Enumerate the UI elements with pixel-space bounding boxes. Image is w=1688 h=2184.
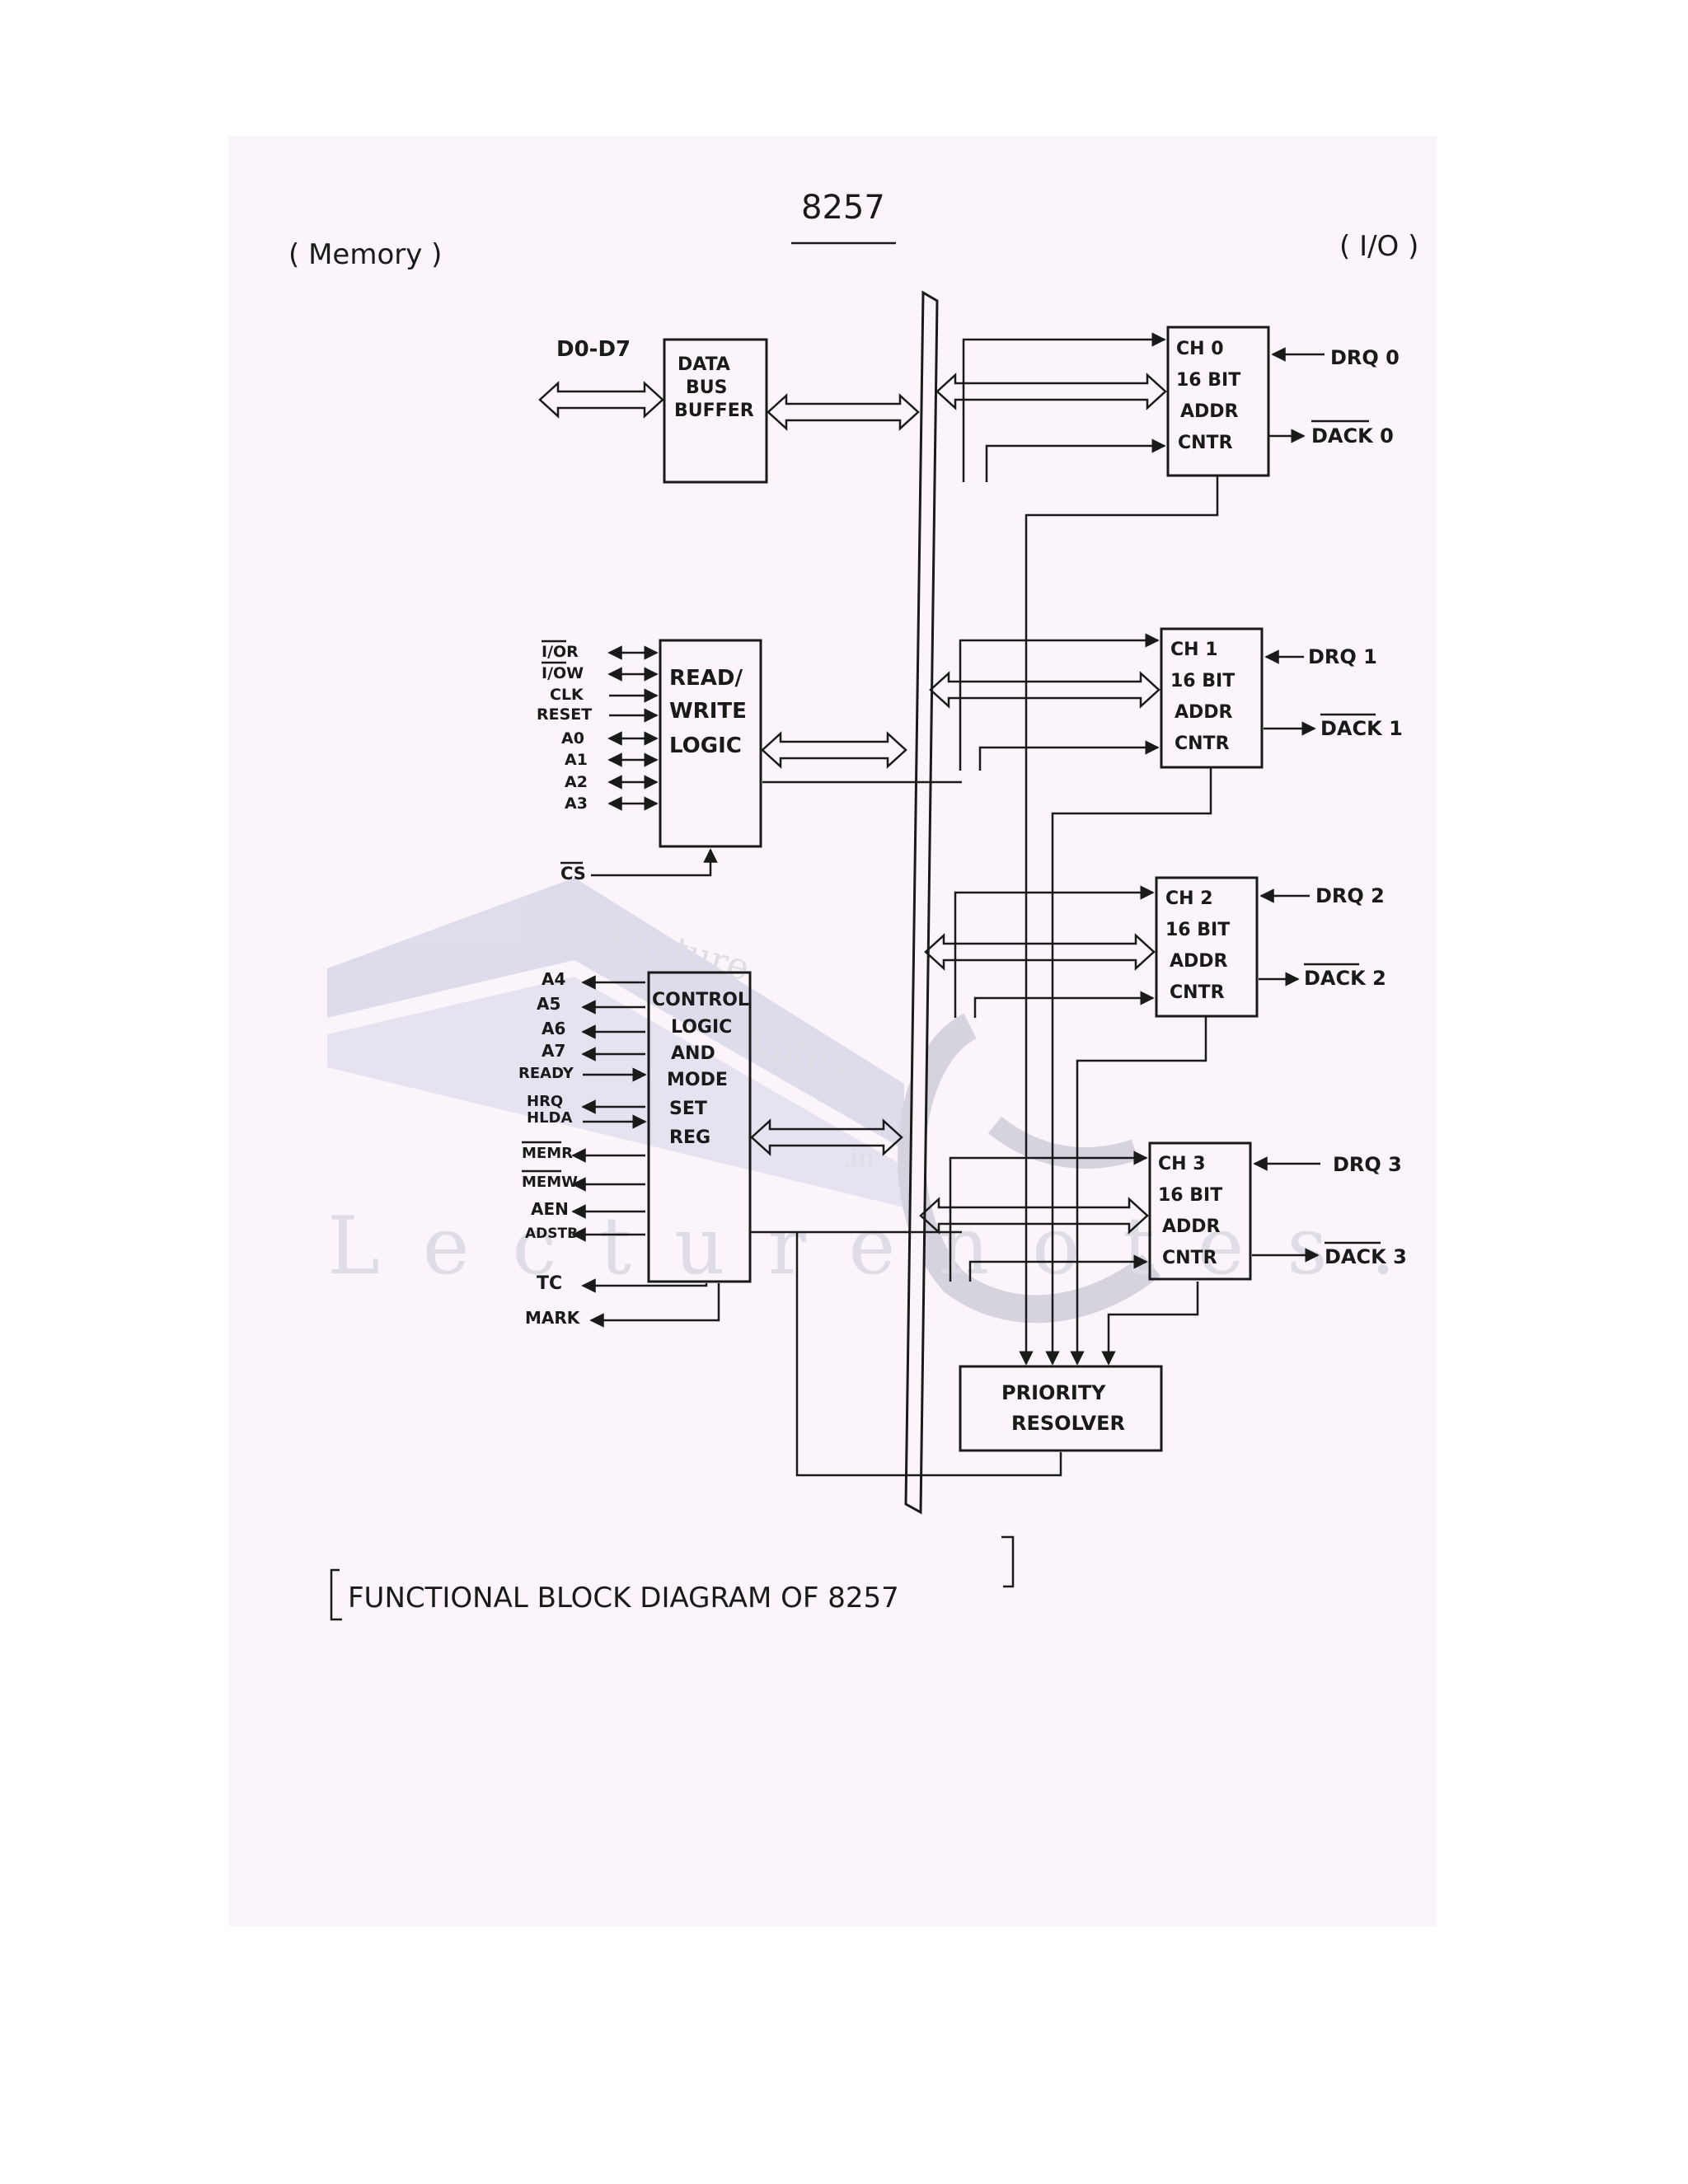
sig-clk: CLK: [550, 686, 584, 704]
sig-adstb: ADSTB: [525, 1226, 578, 1242]
drq1-label: DRQ 1: [1308, 645, 1377, 668]
ctl-line-4: MODE: [667, 1070, 728, 1090]
dack0-label: DACK 0: [1311, 424, 1394, 448]
ctl-line-5: SET: [669, 1099, 707, 1119]
sig-cs: CS: [560, 864, 586, 883]
ch1-line-1: CH 1: [1170, 640, 1218, 660]
ctl-line-1: CONTROL: [652, 990, 749, 1010]
sig-a2: A2: [565, 773, 588, 791]
read-write-signals: I/OR I/OW CLK RESET A0 A1 A2 A3 CS: [537, 640, 718, 883]
sig-a5: A5: [537, 994, 560, 1014]
ch2-line-3: ADDR: [1170, 951, 1228, 972]
internal-data-bus: [904, 290, 939, 1515]
sig-mark: MARK: [525, 1308, 581, 1328]
d0-d7-label: D0-D7: [556, 337, 631, 362]
ch2-line-4: CNTR: [1170, 982, 1225, 1003]
rw-line-1: READ/: [669, 666, 743, 691]
ch0-line-4: CNTR: [1178, 433, 1233, 453]
read-write-logic-block: READ/ WRITE LOGIC: [659, 639, 762, 848]
rw-line-2: WRITE: [669, 699, 747, 724]
io-side-label: ( I/O ): [1339, 230, 1418, 263]
drq2-label: DRQ 2: [1315, 884, 1385, 907]
sig-memw: MEMW: [522, 1174, 578, 1191]
sig-a6: A6: [542, 1019, 565, 1038]
dack3-label: DACK 3: [1325, 1245, 1407, 1268]
ch3-line-3: ADDR: [1162, 1216, 1221, 1237]
sig-a0: A0: [561, 729, 584, 748]
ch1-line-4: CNTR: [1175, 733, 1230, 754]
sig-a4: A4: [542, 969, 565, 989]
dack2-label: DACK 2: [1304, 967, 1386, 990]
ch0-line-2: 16 BIT: [1176, 370, 1240, 391]
sig-memr: MEMR: [522, 1145, 573, 1162]
sig-hlda: HLDA: [527, 1109, 572, 1127]
ch3-line-4: CNTR: [1162, 1248, 1217, 1268]
sig-a7: A7: [542, 1041, 565, 1061]
rw-line-3: LOGIC: [669, 733, 742, 758]
sig-reset: RESET: [537, 705, 592, 724]
drq3-label: DRQ 3: [1333, 1153, 1402, 1176]
control-logic-block: CONTROL LOGIC AND MODE SET REG: [647, 971, 752, 1283]
ch0-line-1: CH 0: [1176, 339, 1224, 359]
drq0-label: DRQ 0: [1330, 346, 1400, 369]
priority-resolver-block: PRIORITY RESOLVER: [959, 1365, 1163, 1452]
channel-2-block: CH 2 16 BIT ADDR CNTR: [1155, 876, 1259, 1018]
sig-tc: TC: [537, 1273, 562, 1294]
sig-aen: AEN: [531, 1199, 569, 1219]
chip-title: 8257: [801, 189, 885, 227]
sig-a1: A1: [565, 751, 588, 769]
sig-iow: I/OW: [542, 664, 584, 682]
dbb-line-3: BUFFER: [674, 401, 754, 421]
channel-1-block: CH 1 16 BIT ADDR CNTR: [1160, 627, 1264, 769]
data-bus-buffer-block: DATA BUS BUFFER: [663, 338, 768, 484]
caption-text: FUNCTIONAL BLOCK DIAGRAM OF 8257: [348, 1582, 899, 1615]
watermark-in: .in: [842, 1144, 874, 1173]
ctl-line-2: LOGIC: [671, 1017, 732, 1038]
memory-side-label: ( Memory ): [288, 238, 442, 271]
pr-line-1: PRIORITY: [1001, 1381, 1106, 1404]
sig-ior: I/OR: [542, 643, 579, 661]
pr-line-2: RESOLVER: [1011, 1412, 1125, 1435]
ch3-line-1: CH 3: [1158, 1154, 1206, 1174]
ch2-line-2: 16 BIT: [1165, 920, 1230, 940]
caption: FUNCTIONAL BLOCK DIAGRAM OF 8257: [330, 1535, 1015, 1621]
dbb-line-1: DATA: [678, 354, 730, 375]
ch2-line-1: CH 2: [1165, 888, 1213, 909]
sig-ready: READY: [518, 1065, 574, 1082]
dack1-label: DACK 1: [1320, 717, 1403, 740]
dbb-line-2: BUS: [686, 377, 727, 398]
sig-hrq: HRQ: [527, 1093, 563, 1110]
ch0-line-3: ADDR: [1180, 401, 1239, 422]
channel-3-block: CH 3 16 BIT ADDR CNTR: [1148, 1141, 1252, 1281]
ch3-line-2: 16 BIT: [1158, 1185, 1222, 1206]
channel-0-block: CH 0 16 BIT ADDR CNTR: [1166, 326, 1270, 477]
scanned-page: Lecture Notes .in Lecturenotes.in 8257 (…: [228, 136, 1437, 1926]
ch1-line-2: 16 BIT: [1170, 671, 1235, 691]
ctl-line-3: AND: [671, 1043, 715, 1064]
ch1-line-3: ADDR: [1175, 702, 1233, 723]
block-diagram-8257: Lecture Notes .in Lecturenotes.in 8257 (…: [288, 189, 1437, 1621]
ctl-line-6: REG: [669, 1127, 710, 1148]
control-signals: A4 A5 A6 A7 READY HRQ HLDA MEMR MEMW AEN…: [518, 969, 720, 1328]
watermark-url: Lecturenotes.in: [327, 1200, 1437, 1292]
sig-a3: A3: [565, 794, 588, 813]
watermark-logo: Lecture Notes .in Lecturenotes.in: [327, 878, 1437, 1324]
